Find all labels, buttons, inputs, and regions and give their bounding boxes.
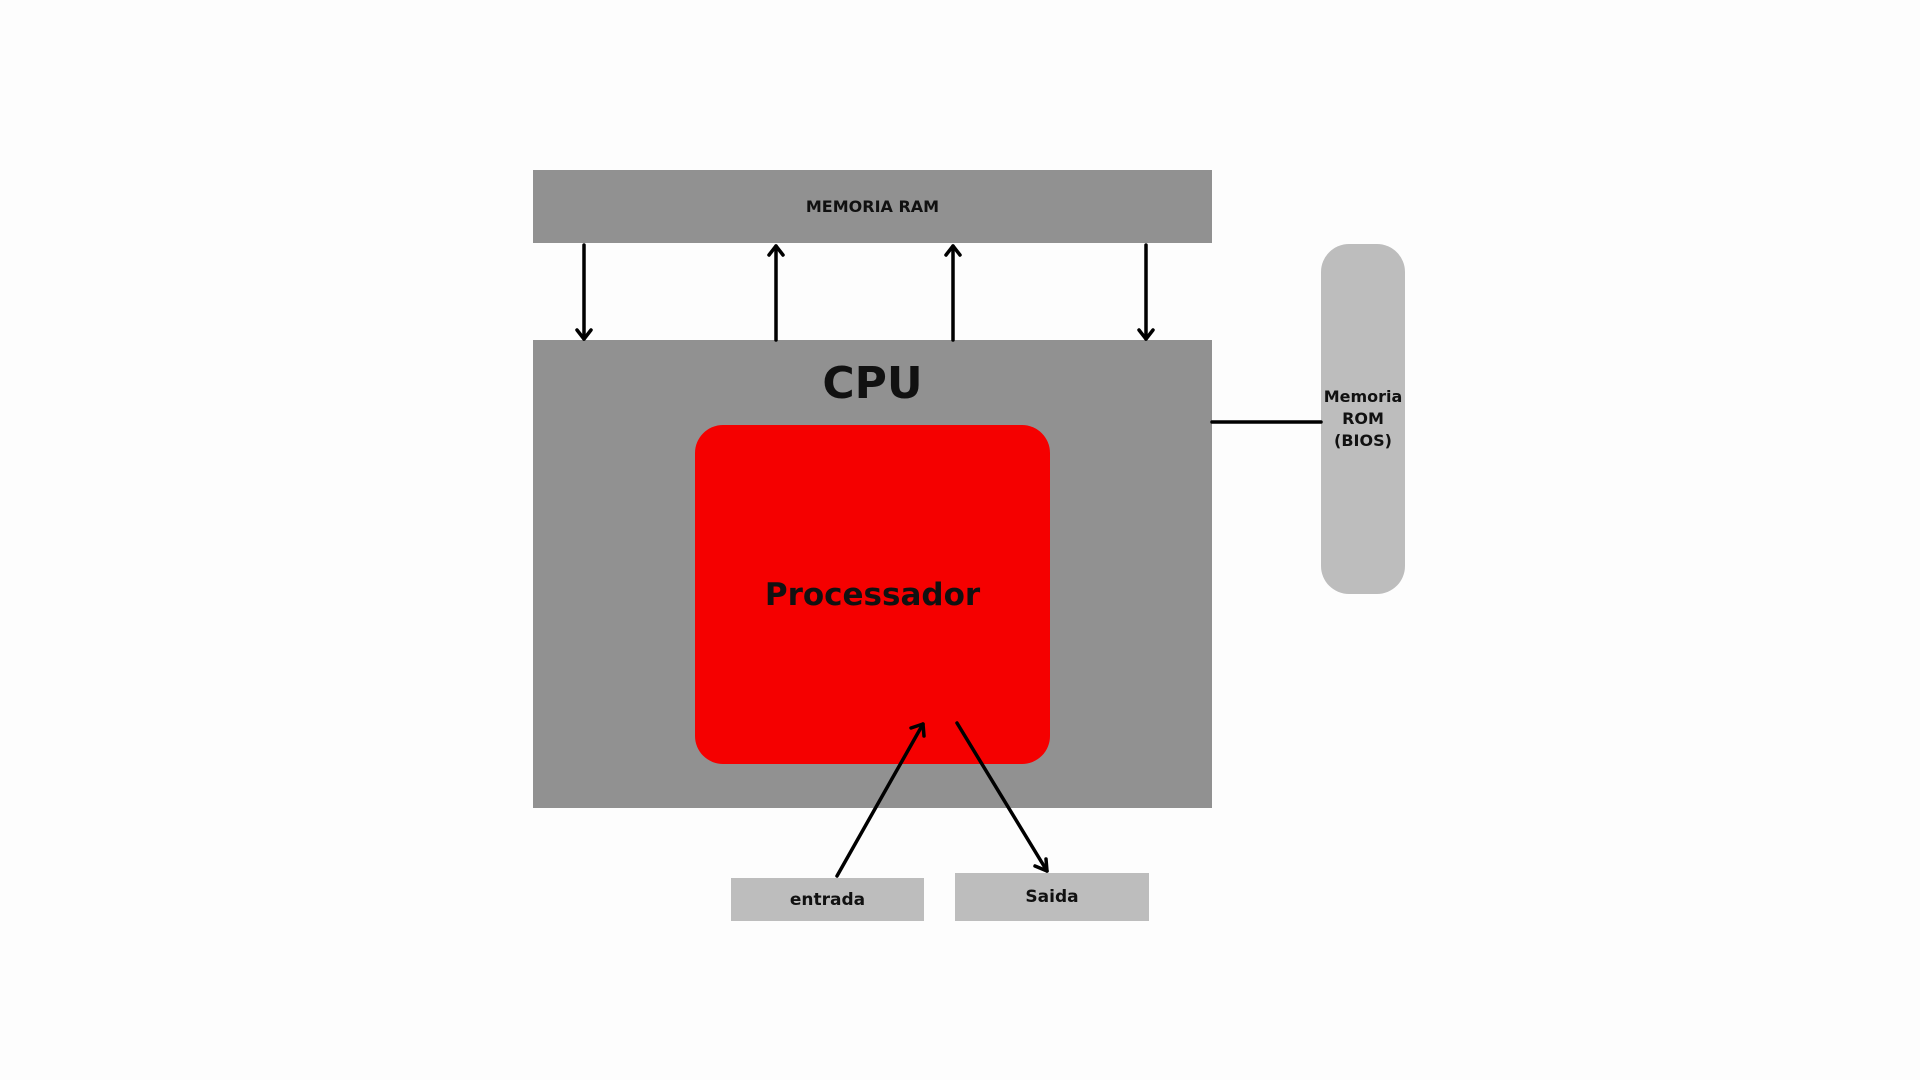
processor-block: Processador [695, 425, 1050, 764]
input-label: entrada [789, 889, 866, 910]
ram-to-cpu-arrow-1 [575, 243, 593, 341]
cpu-to-ram-arrow-1 [767, 244, 785, 342]
ram-block: MEMORIA RAM [533, 170, 1212, 243]
output-label: Saida [1025, 887, 1079, 907]
output-block: Saida [955, 873, 1149, 921]
rom-label-line1: Memoria [1323, 387, 1403, 406]
processor-label: Processador [764, 576, 981, 613]
ram-label: MEMORIA RAM [805, 197, 940, 216]
rom-label-line2: ROM [1342, 409, 1384, 428]
cpu-label: CPU [822, 358, 923, 409]
input-block: entrada [731, 878, 924, 921]
rom-block: Memoria ROM (BIOS) [1321, 244, 1405, 594]
rom-label: Memoria ROM (BIOS) [1324, 386, 1403, 452]
rom-label-line3: (BIOS) [1334, 431, 1392, 450]
cpu-to-ram-arrow-2 [944, 244, 962, 342]
ram-to-cpu-arrow-2 [1137, 243, 1155, 341]
